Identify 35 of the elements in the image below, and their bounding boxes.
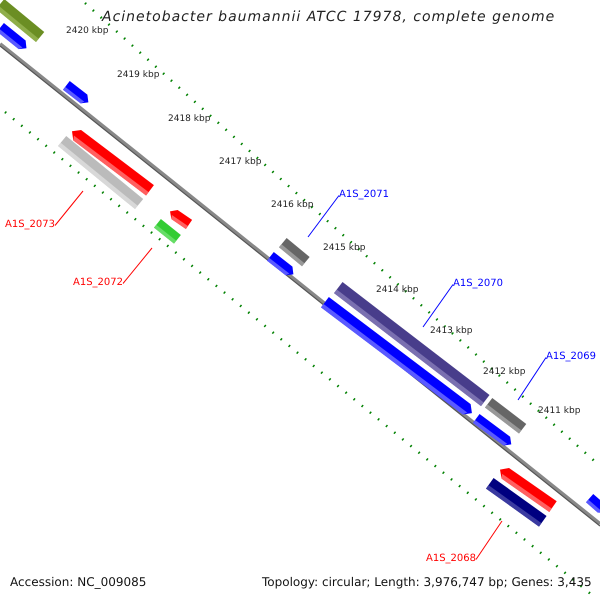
scale-label: 2417 kbp [219,158,262,167]
scale-label: 2416 kbp [271,201,314,210]
footer-note: Topology: circular; Length: 3,976,747 bp; Genes: 3,435 [262,576,592,588]
leader-line [308,195,340,238]
scale-label: 2415 kbp [323,244,366,253]
footer-note: Accession: NC_009085 [10,576,146,588]
gene-label: A1S_2071 [339,190,389,200]
scale-label: 2411 kbp [538,407,580,416]
gene-label: A1S_2068 [426,554,476,564]
gene-bar [321,296,472,414]
gene-label: A1S_2070 [453,279,503,289]
scale-label: 2418 kbp [168,115,210,124]
gene-label: A1S_2072 [73,278,123,288]
leader-line [518,357,546,400]
gene-bar [58,136,144,210]
scale-label: 2420 kbp [66,27,108,36]
gene-bar [472,414,511,446]
leader-line [122,248,152,284]
scale-label: 2414 kbp [376,286,418,295]
gene-bar [266,252,293,275]
gene-label: A1S_2073 [5,220,55,230]
leader-line [476,520,502,560]
scale-label: 2419 kbp [117,71,160,80]
scale-label: 2412 kbp [483,368,526,377]
gene-bar [586,494,600,513]
scale-label: 2413 kbp [430,327,472,336]
gene-label: A1S_2069 [546,352,596,362]
gene-bar [486,478,547,526]
gene-bar [170,210,192,229]
leader-line [422,284,454,328]
title: Acinetobacter baumannii ATCC 17978, complete genome [102,10,556,24]
gene-bar [154,218,180,244]
gene-bar [62,80,88,103]
leader-line [54,190,84,226]
gene-bar [0,22,26,49]
